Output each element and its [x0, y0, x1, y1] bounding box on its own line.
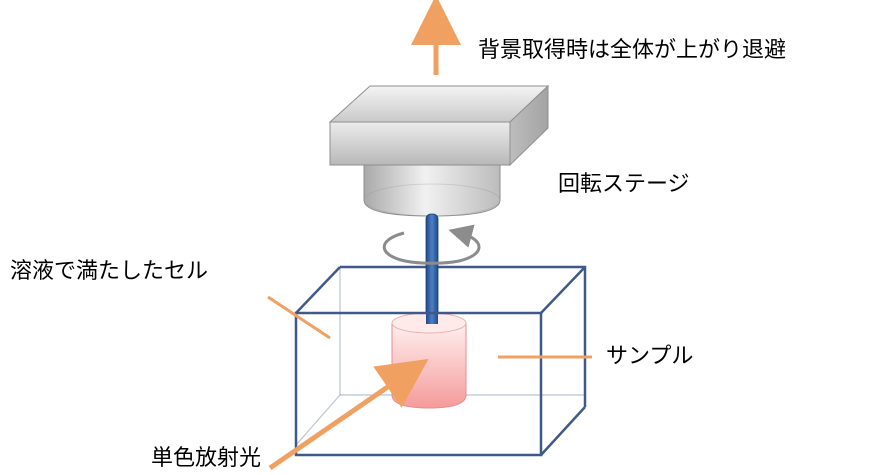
cell-pointer-line	[267, 295, 331, 340]
solution-cell-front	[294, 266, 586, 457]
solution-cell-label: 溶液で満たしたセル	[10, 259, 209, 284]
sample-label: サンプル	[606, 344, 694, 369]
monochromatic-light-arrow	[268, 358, 429, 471]
monochromatic-light-label: 単色放射光	[151, 446, 262, 471]
retract-note-label: 背景取得時は全体が上がり退避	[478, 38, 787, 63]
sample-rod	[425, 213, 439, 325]
rotation-stage-label: 回転ステージ	[558, 172, 690, 197]
sample-cylinder	[391, 312, 467, 409]
rotation-stage	[328, 84, 550, 217]
rotation-arrow-icon	[382, 224, 481, 265]
